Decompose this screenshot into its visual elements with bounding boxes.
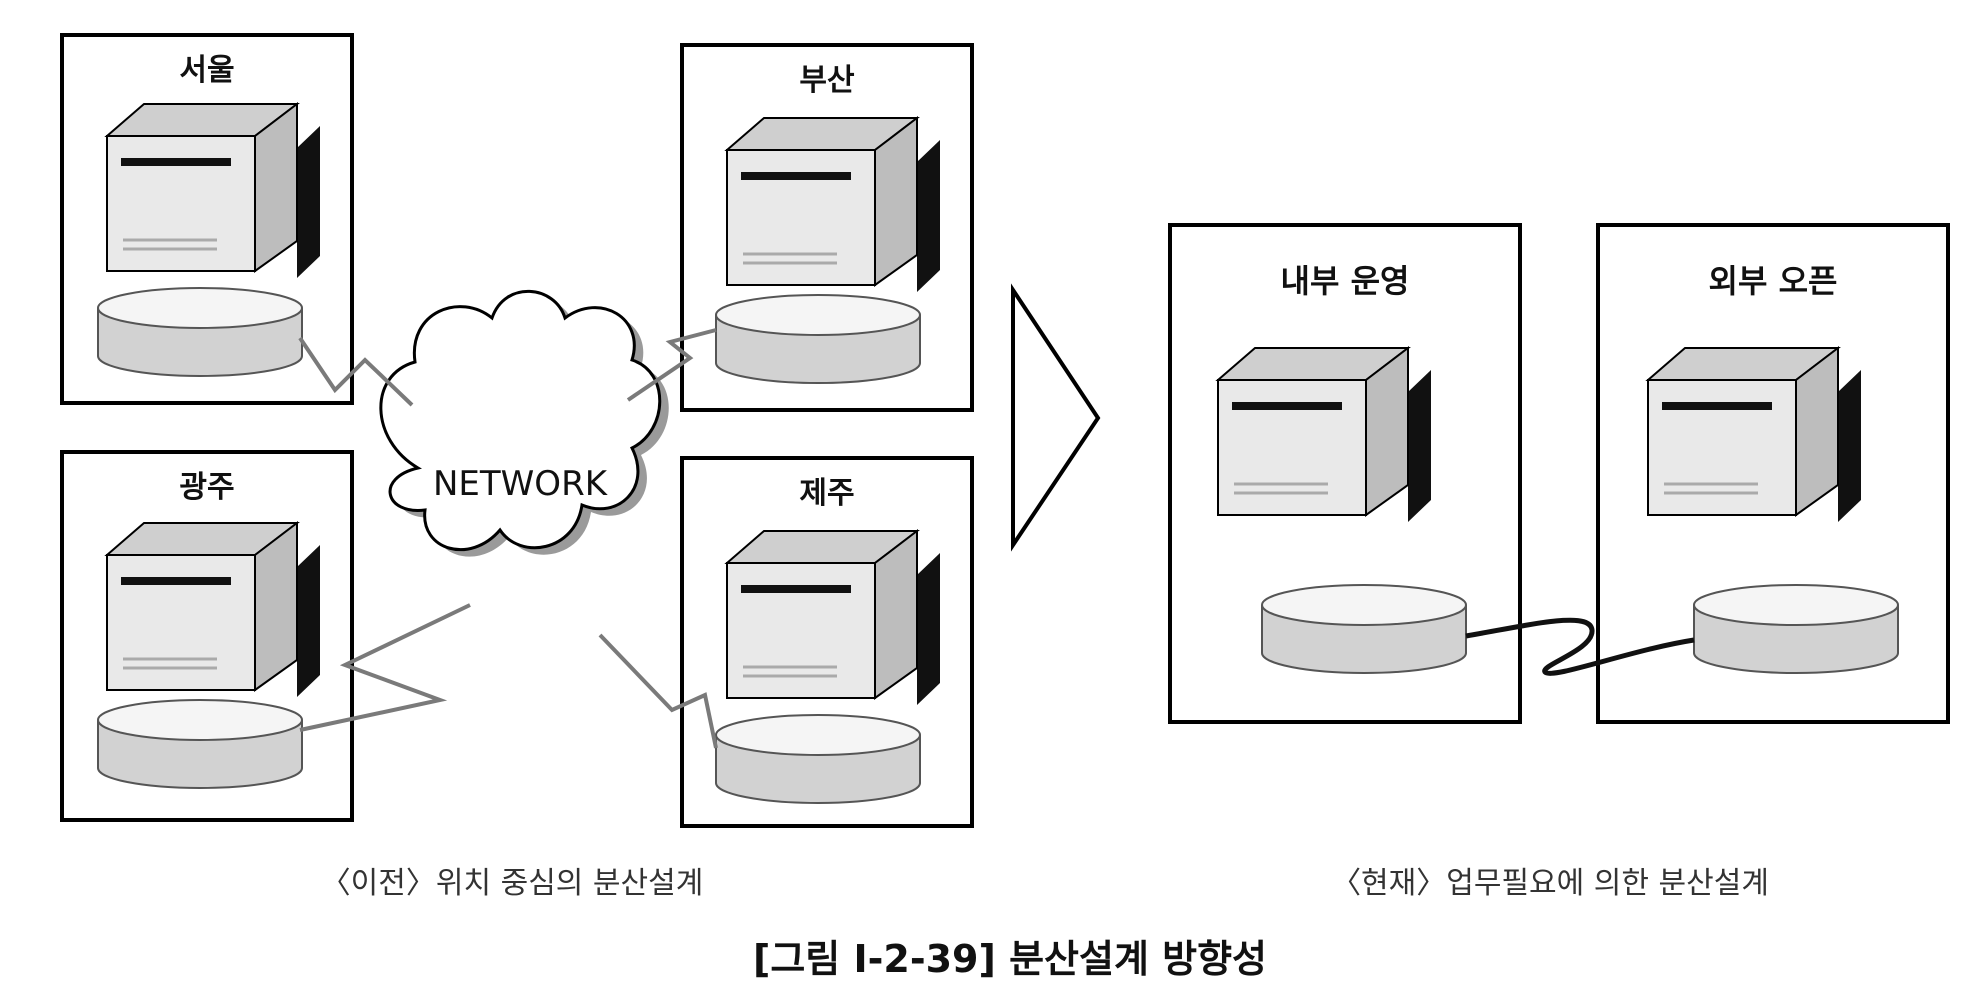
site-box-external: 외부 오픈 — [1596, 223, 1950, 724]
disk-icon — [97, 699, 303, 789]
site-label: 제주 — [799, 476, 854, 511]
site-label: 내부 운영 — [1281, 262, 1410, 300]
network-label: NETWORK — [433, 464, 609, 504]
site-box-internal: 내부 운영 — [1168, 223, 1522, 724]
network-cloud: NETWORK — [379, 289, 669, 557]
disk-icon — [97, 287, 303, 377]
site-label: 외부 오픈 — [1709, 262, 1838, 300]
disk-icon — [1261, 584, 1467, 674]
site-box-jeju: 제주 — [680, 456, 974, 828]
caption-right: 〈현재〉업무필요에 의한 분산설계 — [1331, 866, 1769, 901]
network-links — [298, 328, 718, 749]
site-box-busan: 부산 — [680, 43, 974, 412]
caption-left: 〈이전〉위치 중심의 분산설계 — [321, 866, 704, 901]
site-box-seoul: 서울 — [60, 33, 354, 405]
figure-title: [그림 Ⅰ-2-39] 분산설계 방향성 — [753, 937, 1267, 981]
transition-arrow-icon — [1011, 283, 1101, 552]
disk-icon — [715, 714, 921, 804]
site-box-gwangju: 광주 — [60, 450, 354, 822]
link-seoul — [298, 336, 414, 407]
disk-icon — [1693, 584, 1899, 674]
link-internal-external — [1465, 617, 1695, 676]
link-busan — [626, 328, 717, 402]
site-label: 서울 — [179, 53, 234, 88]
site-label: 부산 — [799, 63, 855, 98]
site-label: 광주 — [179, 470, 234, 505]
disk-icon — [715, 294, 921, 384]
link-jeju — [598, 633, 718, 749]
link-gwangju — [299, 603, 471, 732]
